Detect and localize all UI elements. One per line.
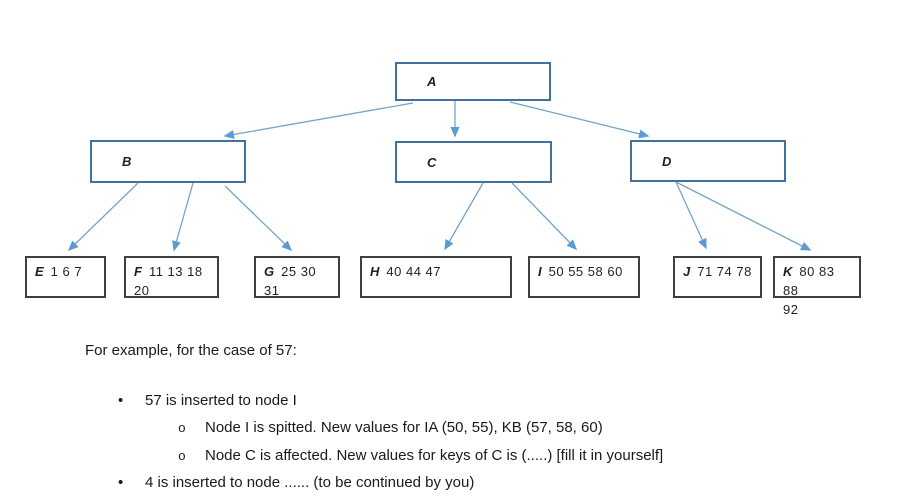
circle-bullet-icon: o xyxy=(178,421,186,436)
sub-bullet-item-1: o Node I is spitted. New values for IA (5… xyxy=(178,418,603,439)
node-h-keys: 40 44 47 xyxy=(386,264,441,279)
bullet-icon: • xyxy=(118,392,124,409)
node-i-keys: 50 55 58 60 xyxy=(548,264,623,279)
node-k-keys: 80 83 88 92 xyxy=(783,264,835,317)
node-g-label: G xyxy=(264,264,275,279)
bullet-item-2-text: 4 is inserted to node ...... (to be cont… xyxy=(145,474,475,491)
node-c-label: C xyxy=(427,154,437,170)
tree-node-i: I 50 55 58 60 xyxy=(528,256,640,298)
bullet-item-1-text: 57 is inserted to node I xyxy=(145,392,297,409)
edge-c-h xyxy=(444,182,484,251)
node-i-label: I xyxy=(538,264,542,279)
edge-b-g xyxy=(224,185,293,252)
bullet-item-1: • 57 is inserted to node I xyxy=(118,391,297,411)
tree-node-h: H 40 44 47 xyxy=(360,256,512,298)
sub-bullet-item-2-text: Node C is affected. New values for keys … xyxy=(205,447,664,464)
tree-node-a: A xyxy=(395,62,551,101)
example-intro: For example, for the case of 57: xyxy=(85,342,297,359)
edge-b-e xyxy=(67,182,139,252)
edge-d-k xyxy=(675,181,812,251)
node-d-label: D xyxy=(662,153,672,169)
tree-node-b: B xyxy=(90,140,246,183)
bullet-item-2: • 4 is inserted to node ...... (to be con… xyxy=(118,473,474,493)
node-h-label: H xyxy=(370,264,380,279)
edge-d-j xyxy=(675,181,707,250)
tree-node-c: C xyxy=(395,141,552,183)
node-f-keys: 11 13 18 20 xyxy=(134,264,203,298)
edge-b-f xyxy=(172,182,194,252)
tree-node-e: E 1 6 7 xyxy=(25,256,106,298)
node-b-label: B xyxy=(122,154,132,169)
node-e-label: E xyxy=(35,264,44,279)
node-k-label: K xyxy=(783,264,793,279)
node-j-label: J xyxy=(683,264,691,279)
node-e-keys: 1 6 7 xyxy=(50,264,83,279)
edge-c-i xyxy=(511,182,578,251)
sub-bullet-item-1-text: Node I is spitted. New values for IA (50… xyxy=(205,419,603,436)
node-f-label: F xyxy=(134,264,142,279)
tree-node-j: J 71 74 78 xyxy=(673,256,762,298)
sub-bullet-item-2: o Node C is affected. New values for keys… xyxy=(178,446,663,467)
edge-a-b xyxy=(223,102,414,139)
bullet-icon: • xyxy=(118,474,124,491)
tree-node-d: D xyxy=(630,140,786,182)
node-a-label: A xyxy=(427,74,437,89)
node-j-keys: 71 74 78 xyxy=(697,264,752,279)
edge-a-d xyxy=(509,101,650,139)
circle-bullet-icon: o xyxy=(178,449,186,464)
node-g-keys: 25 30 31 xyxy=(264,264,317,298)
